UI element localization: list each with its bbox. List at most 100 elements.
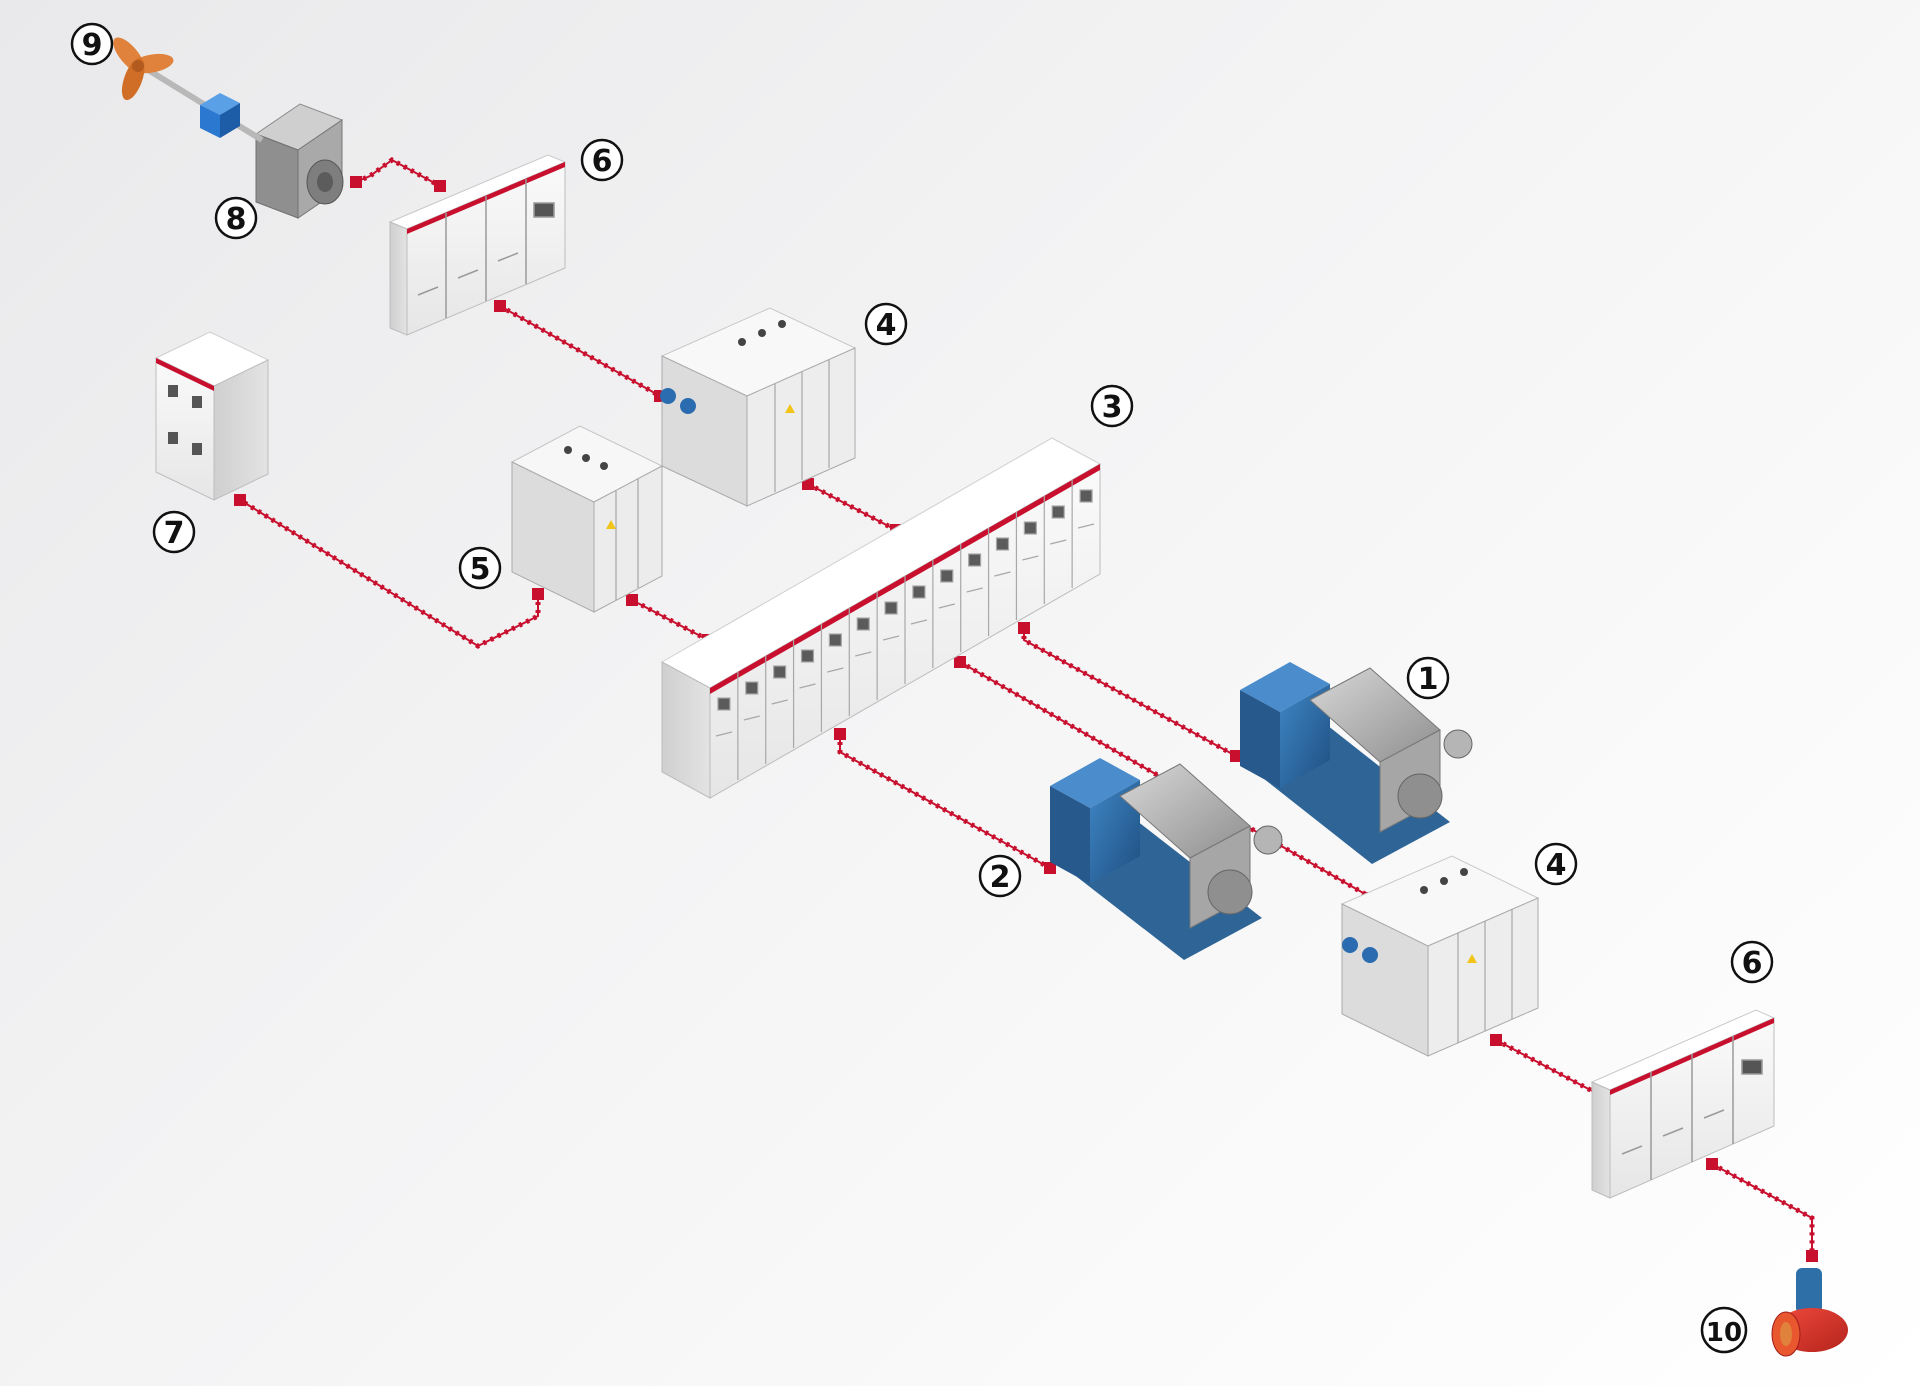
- cable-switchboard-to-transformer-lower-start-terminal: [954, 656, 966, 668]
- cable-generator1-to-switchboard-start-terminal: [1018, 622, 1030, 634]
- generator-set-2[interactable]: [1050, 758, 1283, 960]
- transformer-front-right: [593, 465, 663, 613]
- cable-generator1-to-switchboard: [1021, 628, 1238, 759]
- switchboard-panel-dividers: [715, 480, 1095, 780]
- cable-gland: [660, 388, 676, 404]
- cable-generator2-to-switchboard-end-terminal: [1044, 862, 1056, 874]
- callout-1: 1: [1406, 656, 1450, 700]
- callout-4-upper: 4: [864, 302, 908, 346]
- panel-meter: [856, 617, 870, 631]
- transformer-front-right: [746, 347, 856, 507]
- flywheel: [1207, 869, 1253, 915]
- alternator-front: [1280, 684, 1330, 788]
- svg-text:4: 4: [876, 308, 897, 343]
- cable-transformer-lower-to-drive-lower: [1494, 1037, 1600, 1097]
- drive-cabinet-lower[interactable]: [1590, 1009, 1776, 1199]
- transformer-upper[interactable]: [660, 307, 857, 507]
- cable-connections: [234, 157, 1818, 1262]
- turbocharger: [1253, 825, 1283, 855]
- transformer-bushings: [738, 320, 786, 346]
- tunnel-thruster-icon[interactable]: [1771, 1268, 1848, 1357]
- callout-10: 10: [1700, 1306, 1748, 1354]
- panel-divider-horizontal: [1022, 555, 1039, 561]
- gearbox: [200, 93, 240, 138]
- svg-text:3: 3: [1102, 390, 1123, 425]
- cabinet-side: [1591, 1081, 1611, 1199]
- cable-drive-lower-to-thruster: [1710, 1161, 1815, 1256]
- cabinet-side: [213, 359, 269, 501]
- svg-text:7: 7: [164, 516, 185, 551]
- panel-divider-horizontal: [743, 715, 760, 721]
- panel-meter: [828, 633, 842, 647]
- transformer-lower[interactable]: [1340, 855, 1540, 1057]
- callout-5: 5: [458, 546, 502, 590]
- transformer-bushings: [564, 446, 608, 470]
- panel-meter: [940, 569, 954, 583]
- callout-2: 2: [978, 854, 1022, 898]
- cable-generator2-to-switchboard-start-terminal: [834, 728, 846, 740]
- panel-divider-horizontal: [938, 603, 955, 609]
- svg-text:2: 2: [990, 860, 1011, 895]
- cable-motor-to-drive-upper-end-terminal: [434, 180, 446, 192]
- transformer-door-lines: [615, 479, 639, 600]
- cable-drive-lower-to-thruster-end-terminal: [1806, 1250, 1818, 1262]
- panel-meter: [968, 553, 982, 567]
- cable-transformer-upper-to-switchboard-start-terminal: [802, 478, 814, 490]
- svg-text:10: 10: [1706, 1318, 1742, 1348]
- panel-divider-horizontal: [827, 667, 844, 673]
- cable-drive-upper-to-transformer-upper: [498, 303, 662, 399]
- panel-meter: [717, 697, 731, 711]
- cable-drive-upper-to-transformer-upper-start-terminal: [494, 300, 506, 312]
- cable-switchboard-to-transformer-small: [630, 597, 710, 643]
- cable-transformer-small-to-distribution-end-terminal: [234, 494, 246, 506]
- thruster-motor: [1796, 1268, 1822, 1314]
- panel-meter: [912, 585, 926, 599]
- panel-meter: [1023, 521, 1037, 535]
- transformer-door-lines: [1457, 909, 1513, 1043]
- cable-motor-to-drive-upper-start-terminal: [350, 176, 362, 188]
- warning-sign: [785, 404, 795, 413]
- distribution-cabinet[interactable]: [154, 331, 270, 501]
- panel-divider-horizontal: [715, 731, 733, 737]
- callout-layer: 1 2 3 4 4 5 6 6 7 8 9 10: [70, 22, 1774, 1354]
- alternator-front: [1090, 780, 1140, 884]
- cable-gland: [1342, 937, 1358, 953]
- cable-drive-upper-to-transformer-upper-line: [499, 305, 661, 397]
- alternator-side: [1240, 690, 1280, 788]
- cable-gland: [680, 398, 696, 414]
- alternator-top: [1050, 758, 1140, 808]
- cable-gland: [1362, 947, 1378, 963]
- svg-text:5: 5: [470, 552, 491, 587]
- motor-end-hub: [317, 172, 333, 192]
- svg-text:9: 9: [82, 28, 103, 63]
- thruster-propeller: [1780, 1322, 1792, 1346]
- svg-text:8: 8: [226, 202, 247, 237]
- panel-divider-horizontal: [799, 683, 816, 689]
- panel-meter: [800, 649, 815, 663]
- cabinet-panels: [168, 385, 202, 455]
- callout-4-lower: 4: [1534, 842, 1578, 886]
- transformer-small[interactable]: [510, 425, 664, 613]
- panel-divider-horizontal: [966, 587, 983, 593]
- panel-divider-horizontal: [855, 651, 872, 657]
- cable-transformer-lower-to-drive-lower-start-terminal: [1490, 1034, 1502, 1046]
- drive-cabinet-upper[interactable]: [388, 154, 567, 336]
- generator-set-1[interactable]: [1240, 662, 1473, 864]
- svg-text:1: 1: [1418, 662, 1439, 697]
- cable-switchboard-to-transformer-small-end-terminal: [626, 594, 638, 606]
- cable-motor-to-drive-upper-line: [355, 158, 441, 187]
- cable-generator2-to-switchboard-line: [839, 734, 1051, 869]
- callout-9: 9: [70, 22, 114, 66]
- propulsion-motor[interactable]: [254, 103, 344, 219]
- panel-meter: [1079, 489, 1093, 503]
- propeller-icon: [113, 37, 174, 101]
- alternator-top: [1240, 662, 1330, 712]
- panel-divider-horizontal: [994, 571, 1011, 577]
- main-switchboard[interactable]: [660, 437, 1102, 799]
- warning-sign: [1467, 954, 1477, 963]
- cable-transformer-small-to-distribution-start-terminal: [532, 588, 544, 600]
- panel-meter: [745, 681, 759, 695]
- cable-transformer-small-to-distribution: [238, 497, 541, 649]
- cabinet-trim: [156, 358, 214, 391]
